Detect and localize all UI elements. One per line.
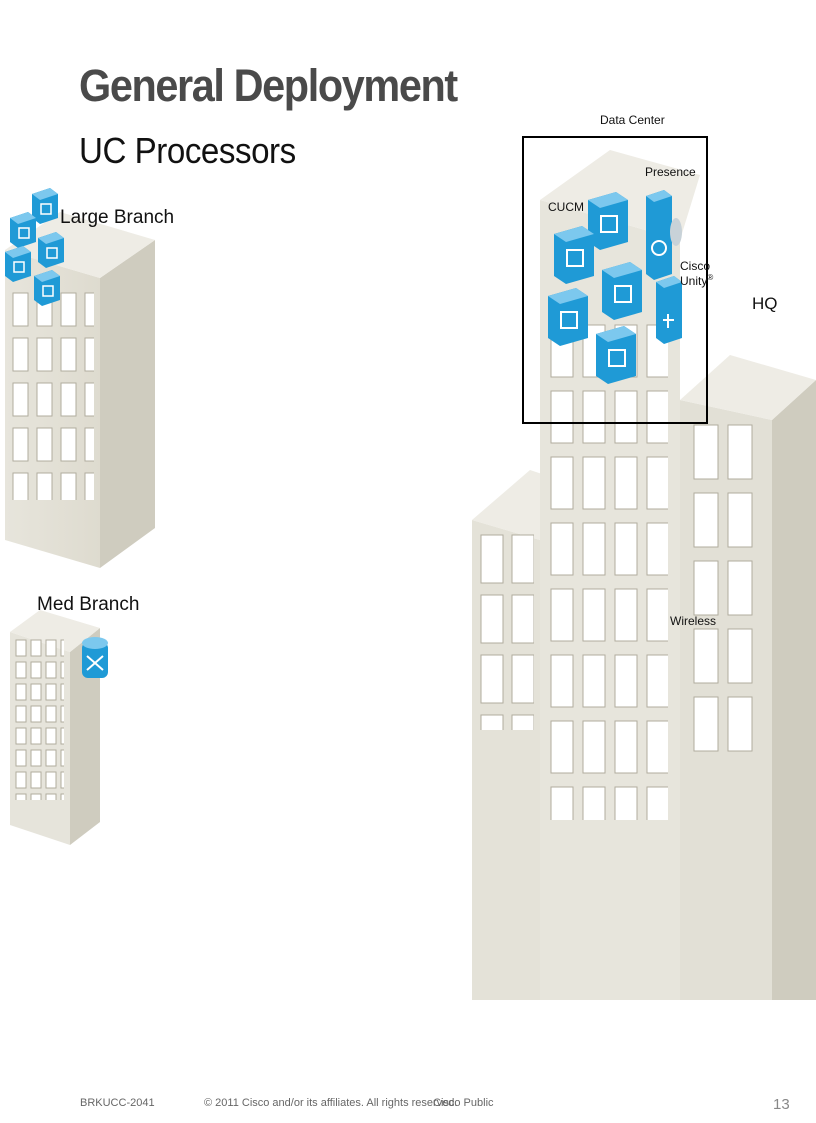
unity-server-icon: [656, 276, 682, 344]
large-branch-label: Large Branch: [60, 207, 175, 228]
page-subtitle: UC Processors: [79, 130, 296, 171]
ucm-server-icon: [34, 270, 60, 306]
cucm-server-icon: [588, 192, 628, 250]
footer-classification: Cisco Public: [433, 1097, 494, 1109]
presence-label: Presence: [645, 165, 696, 179]
wireless-label: Wireless: [670, 614, 717, 628]
cucm-server-icon: [596, 326, 636, 384]
hq-label: HQ: [752, 294, 778, 313]
router-icon: [82, 637, 108, 678]
unity-label-line1: Cisco: [680, 259, 711, 273]
ucm-server-icon: [38, 232, 64, 268]
large-branch-servers: [5, 188, 64, 306]
unity-label-line2: Unity®: [680, 273, 714, 288]
cucm-server-icon: [554, 226, 594, 284]
presence-server-icon: [646, 190, 682, 280]
page-number: 13: [773, 1096, 790, 1113]
footer-copyright: © 2011 Cisco and/or its affiliates. All …: [204, 1097, 458, 1109]
data-center-box: [522, 136, 708, 424]
cucm-cluster: [548, 192, 642, 384]
med-branch-label: Med Branch: [37, 594, 140, 615]
ucm-server-icon: [10, 212, 36, 248]
cucm-label: CUCM: [548, 200, 584, 214]
ucm-server-icon: [32, 188, 58, 224]
data-center-label: Data Center: [600, 113, 665, 127]
hq-building: [472, 150, 816, 1000]
cucm-server-icon: [548, 288, 588, 346]
footer-session-code: BRKUCC-2041: [80, 1097, 155, 1109]
cucm-server-icon: [602, 262, 642, 320]
large-branch-building: [5, 212, 155, 568]
med-branch-building: [10, 610, 100, 845]
page-title: General Deployment: [79, 60, 458, 111]
ucm-server-icon: [5, 246, 31, 282]
